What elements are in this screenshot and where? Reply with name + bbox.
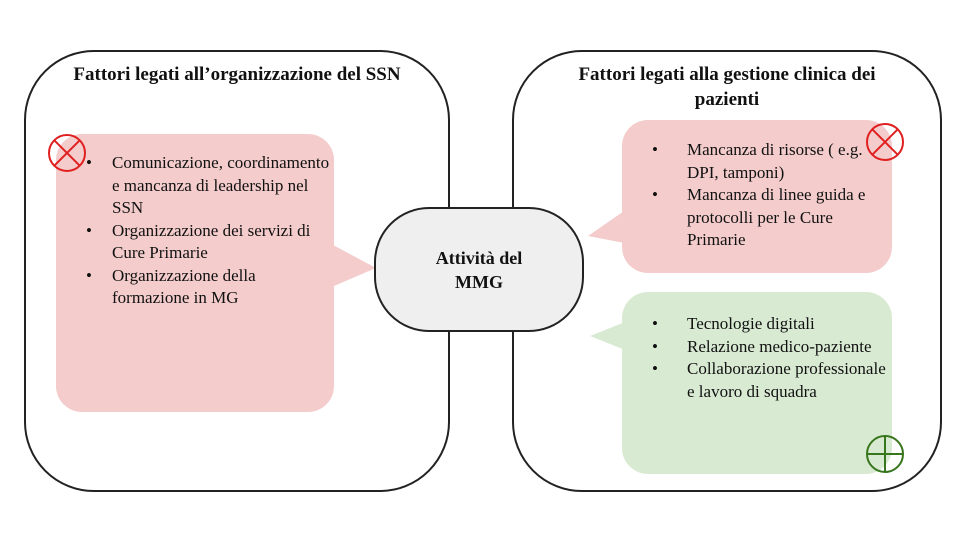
facilitator-list-right: Tecnologie digitali Relazione medico-paz… xyxy=(622,313,892,403)
list-item: Collaborazione professionale e lavoro di… xyxy=(622,358,892,403)
center-node xyxy=(374,207,584,332)
list-item: Mancanza di linee guida e protocolli per… xyxy=(622,184,892,252)
list-item: Organizzazione della formazione in MG xyxy=(56,265,334,310)
list-item: Organizzazione dei servizi di Cure Prima… xyxy=(56,220,334,265)
barriers-bubble-right: Mancanza di risorse ( e.g. DPI, tamponi)… xyxy=(622,120,892,273)
list-item: Tecnologie digitali xyxy=(622,313,892,336)
facilitators-bubble-right: Tecnologie digitali Relazione medico-paz… xyxy=(622,292,892,474)
barriers-bubble-left: Comunicazione, coordinamento e mancanza … xyxy=(56,134,334,412)
panel-title-right: Fattori legati alla gestione clinica dei… xyxy=(578,64,876,110)
list-item: Relazione medico-paziente xyxy=(622,336,892,359)
center-label: Attività del MMG xyxy=(435,247,523,292)
barrier-list-left: Comunicazione, coordinamento e mancanza … xyxy=(56,152,334,310)
panel-title-left: Fattori legati all’organizzazione del SS… xyxy=(73,64,401,85)
list-item: Comunicazione, coordinamento e mancanza … xyxy=(56,152,334,220)
list-item: Mancanza di risorse ( e.g. DPI, tamponi) xyxy=(622,139,892,184)
barrier-list-right: Mancanza di risorse ( e.g. DPI, tamponi)… xyxy=(622,139,892,252)
